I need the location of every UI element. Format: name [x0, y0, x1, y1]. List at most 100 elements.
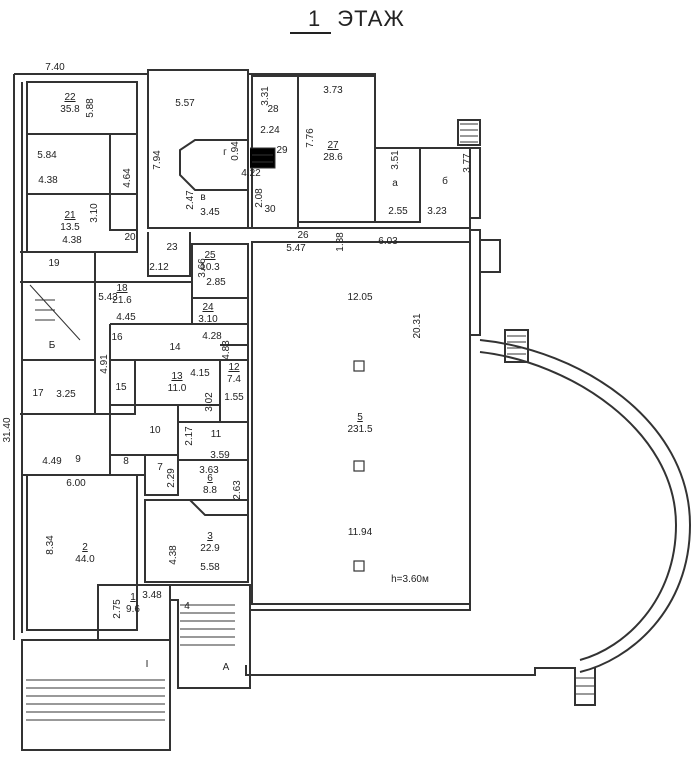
room-23-number: 23	[166, 242, 178, 253]
dim-d543: 5.43	[98, 292, 118, 303]
room-6-number: 6	[207, 473, 213, 484]
dim-d438c: 4.38	[168, 545, 179, 565]
dim-d285: 2.85	[206, 277, 226, 288]
room-25-number: 25	[204, 250, 216, 261]
room-17-number: 17	[32, 388, 44, 399]
dim-d449: 4.49	[42, 456, 62, 467]
room-5-number: 5	[357, 412, 363, 423]
dim-d212: 2.12	[149, 262, 169, 273]
dim-d094: 0.94	[230, 141, 241, 161]
room-15-number: 15	[115, 382, 127, 393]
room-29-number: 29	[276, 145, 288, 156]
dim-d263: 2.63	[232, 480, 243, 500]
letter-B: Б	[49, 340, 56, 351]
dim-d325: 3.25	[56, 389, 76, 400]
dim-d224: 2.24	[260, 125, 280, 136]
columns	[353, 360, 365, 572]
room-6-area: 8.8	[203, 485, 217, 496]
dim-d428: 4.28	[202, 331, 222, 342]
room-18-number: 18	[116, 283, 128, 294]
dim-d547: 5.47	[286, 243, 306, 254]
room-5-area: 231.5	[347, 424, 372, 435]
dim-d155: 1.55	[224, 392, 244, 403]
dim-d345: 3.45	[200, 207, 220, 218]
letter-g: г	[223, 147, 227, 158]
room-27-number: 27	[327, 140, 339, 151]
dim-d255: 2.55	[388, 206, 408, 217]
dim-d438b: 4.38	[62, 235, 82, 246]
dim-d363: 3.63	[199, 465, 219, 476]
room-24-number: 24	[202, 302, 214, 313]
dim-d834: 8.34	[45, 535, 56, 555]
room-1-number: 1	[130, 592, 136, 603]
dim-d558: 5.58	[200, 562, 220, 573]
room-27-area: 28.6	[323, 152, 343, 163]
room-26-number: 26	[297, 230, 309, 241]
dim-d217: 2.17	[184, 426, 195, 446]
dim-d603: 6.03	[378, 236, 398, 247]
dim-d776: 7.76	[305, 128, 316, 148]
dim-d331: 3.31	[260, 86, 271, 106]
room-1-area: 9.6	[126, 604, 140, 615]
letter-b: б	[442, 175, 448, 187]
dim-d208: 2.08	[254, 188, 265, 208]
dim-d415: 4.15	[190, 368, 210, 379]
room-9-number: 9	[75, 454, 81, 465]
dim-d483: 4.83	[221, 340, 232, 360]
room-19-number: 19	[48, 258, 60, 269]
labels: 7.4031.402235.82113.52728.6282930262510.…	[2, 62, 473, 673]
dim-d794: 7.94	[152, 150, 163, 170]
dim-d445: 4.45	[116, 312, 136, 323]
room-13-area: 11.0	[168, 383, 187, 394]
dim-d2031: 20.31	[412, 313, 423, 338]
dim-d323: 3.23	[427, 206, 447, 217]
room-18-area: 21.6	[112, 295, 132, 306]
room-24-area: 3.10	[198, 314, 218, 325]
dim-d373: 3.73	[323, 85, 343, 96]
room-14-number: 14	[169, 342, 181, 353]
room-4-number: 4	[184, 601, 190, 612]
dim-d438a: 4.38	[38, 175, 58, 186]
stairs	[26, 123, 595, 721]
dim-d1205: 12.05	[347, 292, 372, 303]
floor-label: ЭТАЖ	[337, 6, 405, 31]
room-30-number: 30	[264, 204, 276, 215]
room-22-number: 22	[64, 92, 76, 103]
room-16-number: 16	[111, 332, 123, 343]
dim-d138: 1.38	[335, 232, 346, 252]
room-2-number: 2	[82, 542, 88, 553]
dim-d302: 3.02	[204, 392, 215, 412]
dim-d229: 2.29	[166, 468, 177, 488]
room-12-area: 7.4	[227, 374, 241, 385]
dim-d1194: 11.94	[348, 527, 373, 538]
dim-d491: 4.91	[99, 354, 110, 374]
dim-d422: 4.22	[241, 168, 261, 179]
room-2-area: 44.0	[75, 554, 95, 565]
room-20-number: 20	[124, 232, 136, 243]
dim-d557: 5.57	[175, 98, 195, 109]
room-3-area: 22.9	[200, 543, 220, 554]
room-21-number: 21	[64, 210, 76, 221]
letter-v: в	[200, 192, 205, 203]
dim-d275: 2.75	[112, 599, 123, 619]
dim-d600: 6.00	[66, 478, 86, 489]
room-3-number: 3	[207, 531, 213, 542]
room-22-area: 35.8	[60, 104, 80, 115]
dim-d377: 3.77	[462, 153, 473, 173]
room-21-area: 13.5	[60, 222, 80, 233]
walls	[13, 69, 692, 751]
room-11-number: 11	[211, 429, 222, 440]
letter-I: I	[146, 659, 149, 670]
room-12-number: 12	[228, 362, 240, 373]
dim-d247: 2.47	[185, 190, 196, 210]
room-7-number: 7	[157, 462, 163, 473]
dim-d359: 3.59	[210, 450, 230, 461]
room-13-number: 13	[171, 371, 183, 382]
letter-a: а	[392, 178, 398, 189]
room-8-number: 8	[123, 456, 129, 467]
room-25-area: 10.3	[200, 262, 220, 273]
outer-top-width: 7.40	[45, 62, 65, 73]
dim-d310a: 3.10	[89, 203, 100, 223]
letter-A: А	[223, 662, 230, 673]
